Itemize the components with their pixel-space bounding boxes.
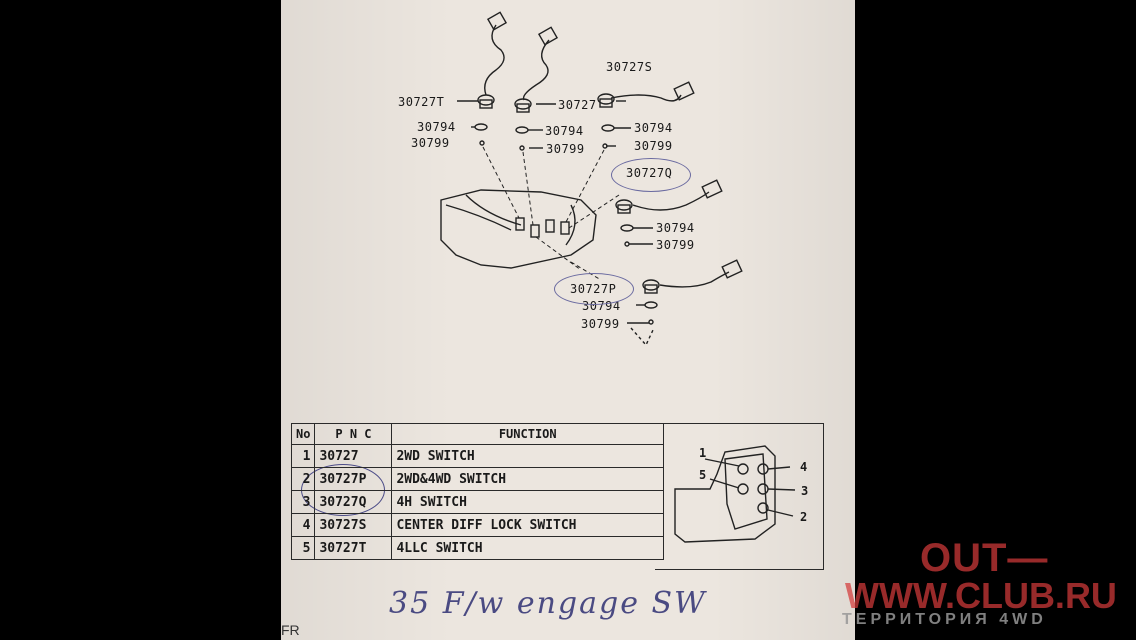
switch-port <box>757 502 769 514</box>
row-pnc: 30727T <box>314 536 393 560</box>
switch-socket <box>560 221 570 235</box>
part-label: 30799 <box>634 139 673 153</box>
exploded-parts-drawing <box>440 11 743 347</box>
switch-body <box>642 279 660 291</box>
part-label: 30727T <box>398 95 445 109</box>
switch-body <box>479 99 493 109</box>
o-ring <box>644 301 658 309</box>
wire-harness <box>610 94 682 102</box>
table-row: 4 30727S CENTER DIFF LOCK SWITCH <box>290 513 664 537</box>
row-function: CENTER DIFF LOCK SWITCH <box>391 513 664 537</box>
table-row: 1 30727 2WD SWITCH <box>290 444 664 468</box>
connector-plug <box>673 81 695 101</box>
part-label: 30799 <box>411 136 450 150</box>
column-header-pnc: P N C <box>314 423 393 445</box>
ball <box>519 145 525 151</box>
o-ring <box>620 224 634 232</box>
watermark-logo-line3: ТЕРРИТОРИЯ 4WD <box>842 611 1047 628</box>
watermark-logo-line2: WWW.CLUB.RU <box>845 575 1117 616</box>
housing-outline <box>674 445 776 543</box>
connector-plug <box>537 26 559 46</box>
part-label: 30799 <box>546 142 585 156</box>
watermark-logo-line1: OUT— <box>920 536 1049 580</box>
switch-position-number: 4 <box>800 460 808 474</box>
part-label: 30794 <box>634 121 673 135</box>
wire-harness <box>484 24 505 96</box>
row-pnc: 30727S <box>314 513 393 537</box>
switch-body <box>644 284 658 294</box>
row-no: 5 <box>290 536 316 560</box>
part-label: 30727 <box>558 98 597 112</box>
switch-position-number: 5 <box>699 468 707 482</box>
hand-drawn-circle <box>611 158 691 192</box>
switch-location-drawing <box>674 445 796 543</box>
switch-port <box>757 483 769 495</box>
switch-body <box>514 98 532 110</box>
table-row: 2 30727P 2WD&4WD SWITCH <box>290 467 664 491</box>
table-row: 3 30727Q 4H SWITCH <box>290 490 664 514</box>
wire-harness <box>632 191 710 211</box>
o-ring <box>601 124 615 132</box>
ball <box>648 319 654 325</box>
switch-body <box>617 204 631 214</box>
row-pnc: 30727Q <box>314 490 393 514</box>
parts-diagram-sheet: 30727T 30727 30727S 30794 30794 30794 30… <box>281 0 855 640</box>
parts-function-table: No P N C FUNCTION 1 30727 2WD SWITCH 2 3… <box>290 423 664 560</box>
switch-socket <box>545 219 555 233</box>
part-label: 30799 <box>656 238 695 252</box>
row-function: 2WD&4WD SWITCH <box>391 467 664 491</box>
handwritten-note: 35 F/w engage SW <box>389 586 707 621</box>
ball <box>479 140 485 146</box>
switch-body <box>477 94 495 106</box>
hand-drawn-circle <box>554 273 634 305</box>
switch-position-number: 2 <box>800 510 808 524</box>
switch-body <box>597 93 615 105</box>
row-pnc: 30727P <box>314 467 393 491</box>
connector-plug <box>701 179 723 199</box>
switch-port <box>737 483 749 495</box>
wire-harness <box>659 271 730 288</box>
switch-body <box>516 103 530 113</box>
connector-plug <box>486 11 508 31</box>
switch-location-figure: 1 5 4 3 2 <box>655 423 824 570</box>
part-label: 30794 <box>417 120 456 134</box>
row-function: 2WD SWITCH <box>391 444 664 468</box>
switch-port <box>757 463 769 475</box>
switch-position-number: 3 <box>801 484 809 498</box>
switch-socket <box>515 217 525 231</box>
wire-harness <box>522 39 550 101</box>
o-ring <box>515 126 529 134</box>
column-header-function: FUNCTION <box>391 423 664 445</box>
switch-socket <box>530 224 540 238</box>
row-no: 2 <box>290 467 316 491</box>
part-label: 30794 <box>656 221 695 235</box>
row-function: 4LLC SWITCH <box>391 536 664 560</box>
row-no: 3 <box>290 490 316 514</box>
switch-port <box>737 463 749 475</box>
part-label: 30794 <box>545 124 584 138</box>
table-header-row: No P N C FUNCTION <box>290 423 664 445</box>
switch-body <box>615 199 633 211</box>
footer-code: FR <box>281 622 300 638</box>
row-function: 4H SWITCH <box>391 490 664 514</box>
connector-plug <box>721 259 743 279</box>
table-row: 5 30727T 4LLC SWITCH <box>290 536 664 560</box>
row-no: 4 <box>290 513 316 537</box>
switch-body <box>599 98 613 108</box>
transfer-case-housing <box>440 189 597 269</box>
row-pnc: 30727 <box>314 444 393 468</box>
part-label: 30799 <box>581 317 620 331</box>
part-label: 30727S <box>606 60 653 74</box>
row-no: 1 <box>290 444 316 468</box>
ball <box>624 241 630 247</box>
switch-position-number: 1 <box>699 446 707 460</box>
o-ring <box>474 123 488 131</box>
column-header-no: No <box>290 423 316 445</box>
